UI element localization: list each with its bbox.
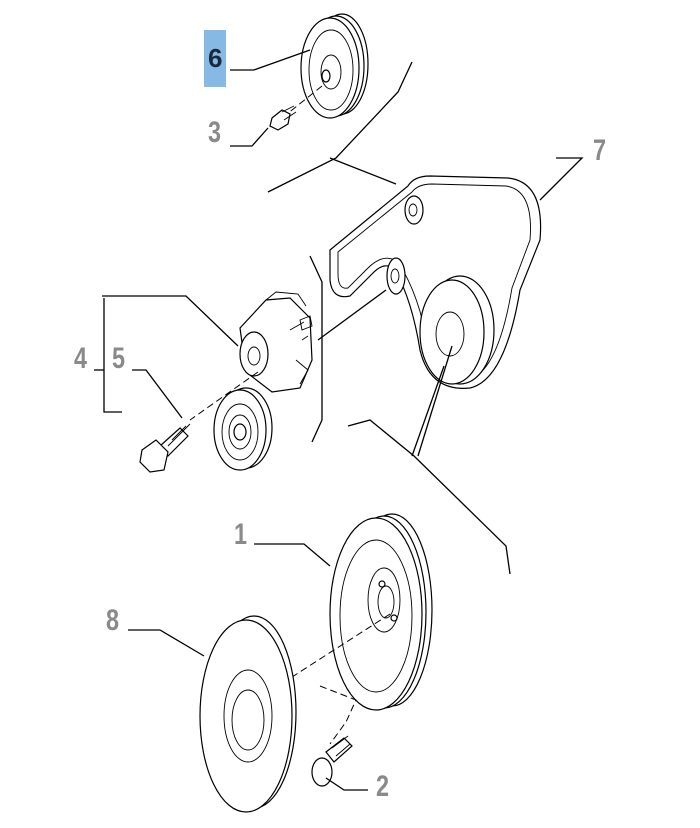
screw-part-3[interactable] [269,105,297,131]
leader-crank-to-belt [417,345,453,457]
crankshaft-pulley-part-1[interactable] [329,513,433,711]
leader-7-to-belt [329,157,397,185]
callout-2[interactable]: 2 [376,770,390,803]
callout-6[interactable]: 6 [204,30,227,87]
idler-pulley-part-6[interactable] [300,13,369,119]
leader-crank-to-belt-2 [411,365,445,457]
bracket-line-6-7 [267,61,413,193]
axis-line-part-1 [277,613,391,687]
callout-1[interactable]: 1 [234,518,248,551]
callout-3[interactable]: 3 [208,116,222,149]
bolt-part-2[interactable] [311,735,353,787]
leader-7 [539,157,584,201]
bolt-part-5[interactable] [139,423,191,473]
leader-6 [230,49,311,71]
damper-disc-part-8[interactable] [199,615,297,813]
axis-line-part-6 [281,85,323,119]
leader-tensioner-to-belt [317,289,387,341]
bracket-line-crank [347,419,511,575]
axis-line-part-2 [319,685,357,745]
callout-5[interactable]: 5 [112,342,126,375]
tensioner-assembly-part-4[interactable] [213,291,313,471]
leader-8 [128,629,205,657]
callout-7[interactable]: 7 [593,134,607,167]
leader-3 [230,127,269,147]
leader-5 [132,369,183,419]
callout-8[interactable]: 8 [106,604,120,637]
bracket-4-top [102,295,239,347]
leader-1 [254,543,331,567]
bracket-4-side [103,298,122,413]
callout-4[interactable]: 4 [74,342,88,375]
bracket-line-center [309,255,323,443]
drive-belt-part-7[interactable] [329,175,542,389]
leader-2 [325,777,368,791]
axis-line-part-4 [189,371,259,421]
